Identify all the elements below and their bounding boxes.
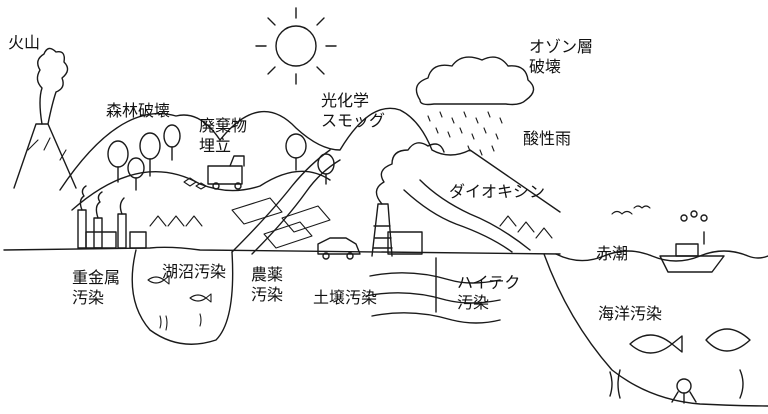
soil-layers bbox=[365, 257, 501, 324]
label-heavy-metal: 重金属 汚染 bbox=[72, 268, 121, 307]
label-volcano: 火山 bbox=[8, 33, 41, 52]
road bbox=[231, 149, 331, 253]
garbage-truck-icon bbox=[183, 155, 245, 190]
label-ozone-depletion: オゾン層 破壊 bbox=[529, 37, 594, 76]
label-lake-pollution: 湖沼汚染 bbox=[162, 262, 227, 281]
lake-basin bbox=[131, 249, 234, 345]
label-red-tide: 赤潮 bbox=[596, 244, 629, 263]
car-icon bbox=[317, 237, 361, 260]
mountain-range bbox=[59, 107, 561, 213]
label-deforestation: 森林破壊 bbox=[106, 101, 171, 120]
sun-icon bbox=[255, 7, 337, 85]
label-pesticide: 農薬 汚染 bbox=[251, 265, 284, 304]
forest-trees bbox=[107, 124, 335, 191]
rain-cloud-icon bbox=[415, 56, 535, 156]
smokestack-icon bbox=[371, 142, 445, 257]
farm-fields bbox=[231, 197, 331, 249]
fish-icon bbox=[147, 275, 212, 331]
volcano-icon bbox=[13, 47, 77, 189]
label-waste-landfill: 廃棄物 埋立 bbox=[199, 116, 248, 155]
label-dioxin: ダイオキシン bbox=[449, 182, 546, 201]
sea-surface bbox=[555, 250, 768, 262]
birds-icon bbox=[611, 205, 651, 215]
seabed bbox=[543, 253, 768, 407]
hill-front bbox=[71, 170, 331, 211]
label-hightech-pollution: ハイテク 汚染 bbox=[457, 273, 521, 312]
label-ocean-pollution: 海洋汚染 bbox=[598, 304, 663, 323]
factory-left-icon bbox=[77, 185, 203, 249]
label-soil-pollution: 土壌汚染 bbox=[313, 288, 378, 307]
label-acid-rain: 酸性雨 bbox=[523, 129, 572, 148]
ground-line bbox=[3, 246, 561, 255]
ship-icon bbox=[659, 210, 725, 273]
river bbox=[419, 179, 531, 251]
sea-life-icons bbox=[609, 328, 751, 404]
label-photochemical-smog: 光化学 スモッグ bbox=[321, 91, 386, 130]
